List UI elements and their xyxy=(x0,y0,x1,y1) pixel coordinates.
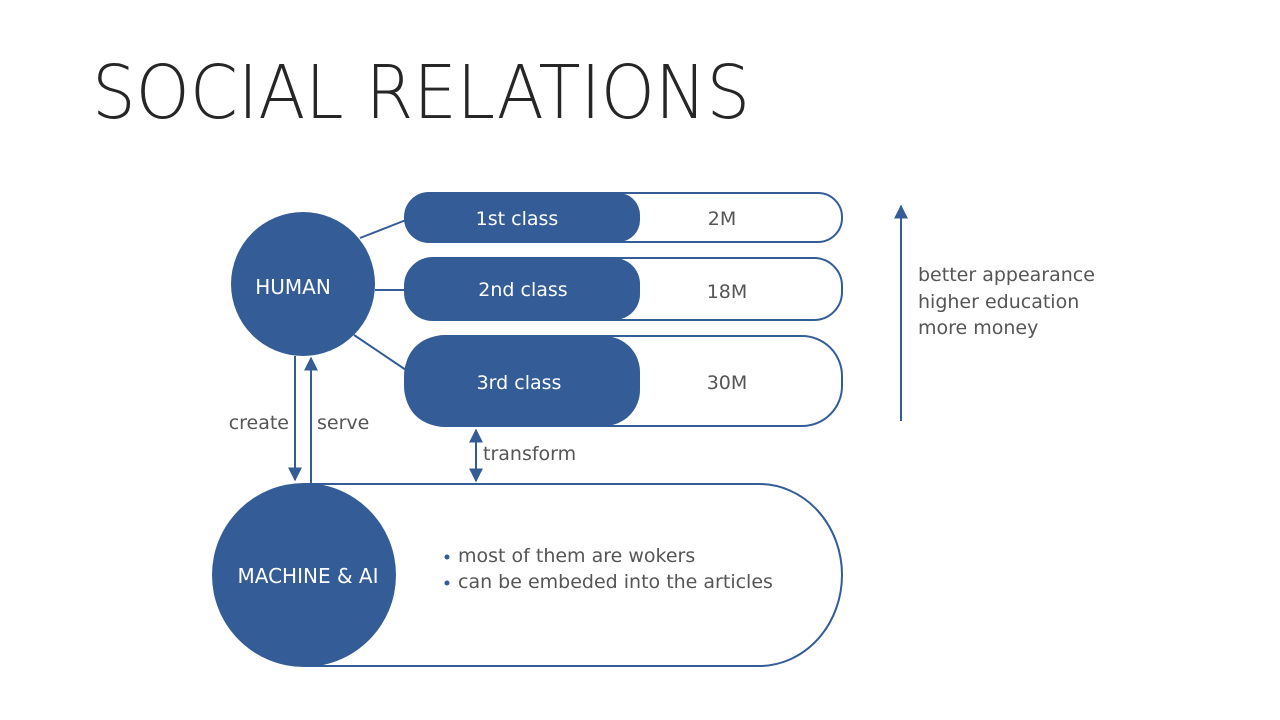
transform-label: transform xyxy=(483,443,576,465)
class-row-1: 1st class 2M xyxy=(404,192,843,243)
class-label-pill xyxy=(405,336,640,426)
class-count: 30M xyxy=(707,372,748,394)
trend-line-2: higher education xyxy=(918,291,1079,313)
machine-bullet-1: most of them are wokers xyxy=(458,545,695,567)
trend-line-3: more money xyxy=(918,317,1038,339)
human-node: HUMAN xyxy=(231,212,375,356)
create-label: create xyxy=(229,412,289,434)
class-row-2: 2nd class 18M xyxy=(404,257,843,321)
slide-title: SOCIAL RELATIONS xyxy=(92,50,751,136)
class-label: 3rd class xyxy=(477,372,562,394)
human-circle xyxy=(231,212,375,356)
human-label: HUMAN xyxy=(255,275,331,299)
machine-circle xyxy=(212,483,396,667)
class-label-pill xyxy=(405,258,640,320)
machine-box-outline xyxy=(303,483,843,667)
bullet-dot xyxy=(444,580,450,586)
bullet-dot xyxy=(444,554,450,560)
connector-human-1st-class xyxy=(359,219,407,239)
machine-bullet-2: can be embeded into the articles xyxy=(458,571,773,593)
class-count: 2M xyxy=(708,208,736,230)
machine-label: MACHINE & AI xyxy=(238,564,379,588)
trend-line-1: better appearance xyxy=(918,264,1095,286)
connector-human-3rd-class xyxy=(353,334,407,371)
class-row-3: 3rd class 30M xyxy=(404,335,843,427)
class-label: 1st class xyxy=(476,208,559,230)
machine-node: MACHINE & AI most of them are wokers can… xyxy=(212,483,843,667)
class-label-pill xyxy=(405,193,640,242)
class-count: 18M xyxy=(707,281,748,303)
serve-label: serve xyxy=(317,412,369,434)
class-label: 2nd class xyxy=(478,279,567,301)
